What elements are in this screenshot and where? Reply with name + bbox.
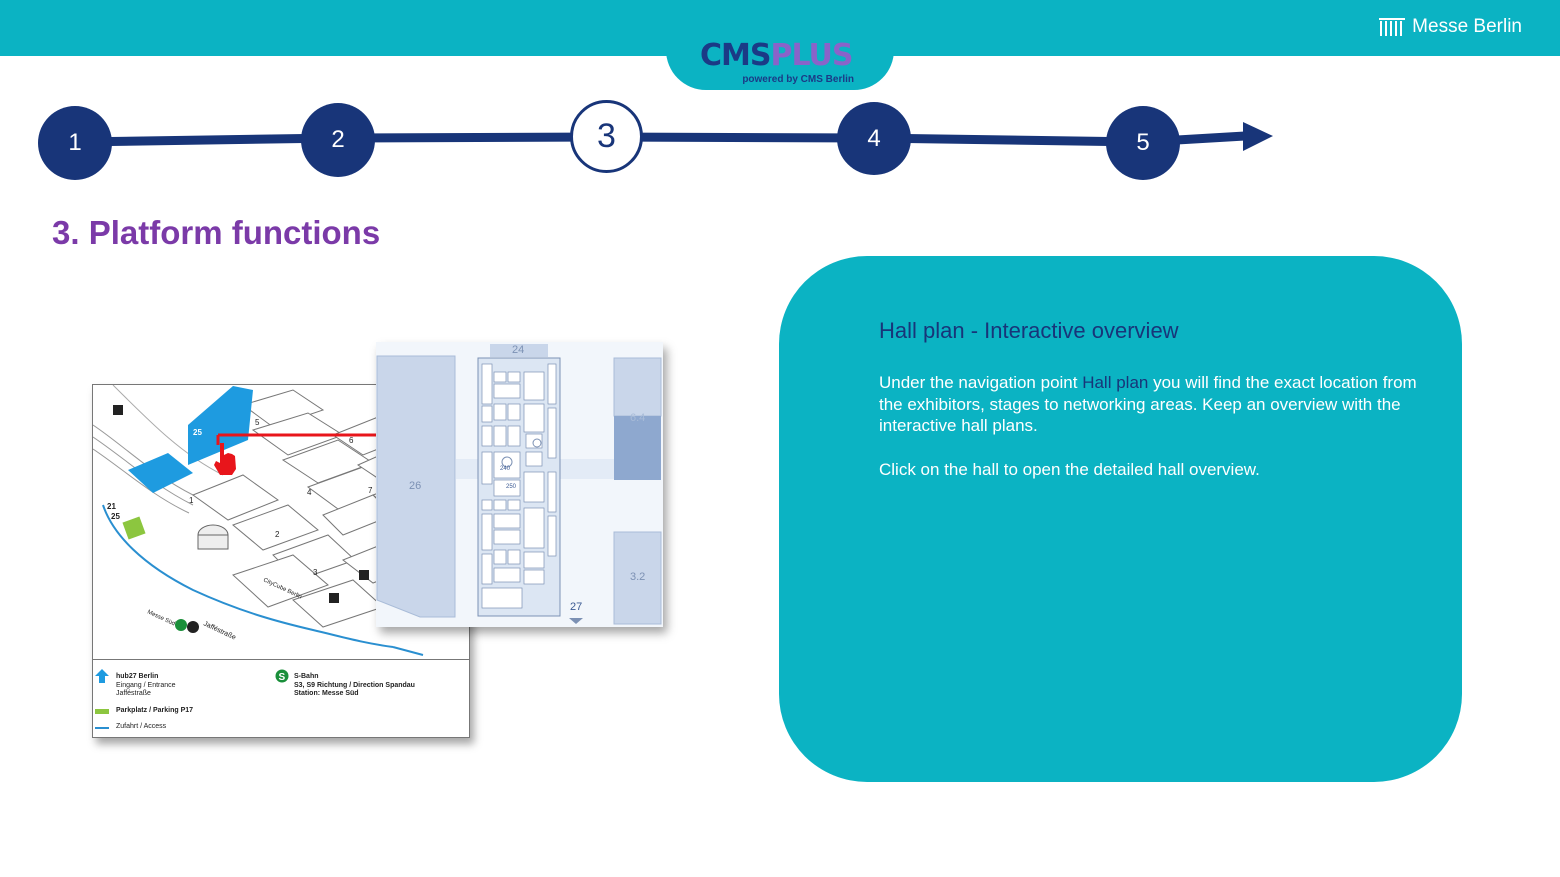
hand-pointer-icon	[214, 443, 236, 475]
legend-hub-title: hub27 Berlin	[116, 673, 159, 680]
panel-paragraph-2: Click on the hall to open the detailed h…	[879, 459, 1260, 479]
legend-sbahn-direction: S3, S9 Richtung / Direction Spandau	[294, 681, 415, 689]
legend-sbahn-title: S-Bahn	[294, 673, 319, 680]
entrance-arrow-icon	[95, 669, 109, 683]
svg-text:25: 25	[111, 512, 120, 521]
page-title: 3. Platform functions	[52, 214, 381, 251]
hall-plan-image[interactable]: 240 250 24 26 6.4 3.2 27	[376, 342, 663, 627]
svg-text:5: 5	[255, 418, 260, 427]
svg-text:2: 2	[275, 530, 280, 539]
legend-sbahn-station: Station: Messe Süd	[294, 690, 359, 697]
step-3-current[interactable]: 3	[570, 100, 643, 173]
messe-berlin-brand[interactable]: Messe Berlin	[1379, 16, 1522, 38]
svg-text:4: 4	[307, 488, 312, 497]
legend-access: Zufahrt / Access	[116, 723, 167, 730]
street-label-messe-sued: Messe Süd	[146, 609, 176, 627]
panel-paragraph-1: Under the navigation point Hall plan you…	[879, 372, 1419, 437]
hall-plan-link[interactable]: Hall plan	[1082, 373, 1149, 392]
step-1[interactable]: 1	[38, 106, 112, 180]
panel-text-intro: Under the navigation point	[879, 373, 1083, 392]
svg-text:3: 3	[313, 568, 318, 577]
street-label-jaffe: Jafféstraße	[202, 620, 237, 641]
booth-250: 250	[506, 484, 517, 490]
svg-text:7: 7	[368, 486, 373, 495]
panel-heading: Hall plan - Interactive overview	[879, 318, 1179, 343]
brand-name: Messe Berlin	[1412, 16, 1522, 37]
logo-subtitle: powered by CMS Berlin	[742, 74, 854, 85]
info-panel: Hall plan - Interactive overview Under t…	[779, 256, 1462, 782]
panel-text-rest: you will find the exact location from th…	[879, 373, 1417, 435]
legend-hub-street: Jafféstraße	[116, 690, 151, 697]
progress-arrow-icon	[1243, 122, 1273, 151]
cms-plus-logo[interactable]: CMSPLUS powered by CMS Berlin	[666, 30, 894, 90]
step-progress-track	[75, 122, 1273, 151]
panel-body: Under the navigation point Hall plan you…	[879, 372, 1419, 502]
access-swatch	[95, 727, 109, 729]
svg-text:1: 1	[189, 496, 194, 505]
hall-label-27: 27	[570, 601, 583, 613]
parking-swatch	[95, 709, 109, 714]
hall-label-24: 24	[512, 344, 525, 356]
logo-text-plus: PLUS	[770, 38, 853, 73]
booth-240: 240	[500, 466, 511, 472]
svg-text:25: 25	[193, 428, 202, 437]
svg-text:21: 21	[107, 502, 116, 511]
logo-text-cms: CMS	[700, 38, 771, 73]
hall-label-26: 26	[409, 480, 422, 492]
step-5[interactable]: 5	[1106, 106, 1180, 180]
down-arrow-icon	[569, 618, 583, 624]
svg-text:6: 6	[349, 436, 354, 445]
map-legend: hub27 Berlin Eingang / Entrance Jafféstr…	[93, 661, 469, 737]
step-2[interactable]: 2	[301, 103, 375, 177]
sbahn-icon: S	[275, 669, 289, 683]
svg-text:S: S	[279, 672, 286, 683]
hall-label-6-4: 6.4	[630, 412, 646, 424]
messe-berlin-logo-icon	[1379, 18, 1406, 36]
legend-parking: Parkplatz / Parking P17	[116, 707, 194, 714]
legend-hub-entrance: Eingang / Entrance	[116, 681, 176, 689]
hall-label-3-2: 3.2	[630, 571, 646, 583]
step-4[interactable]: 4	[837, 102, 911, 175]
